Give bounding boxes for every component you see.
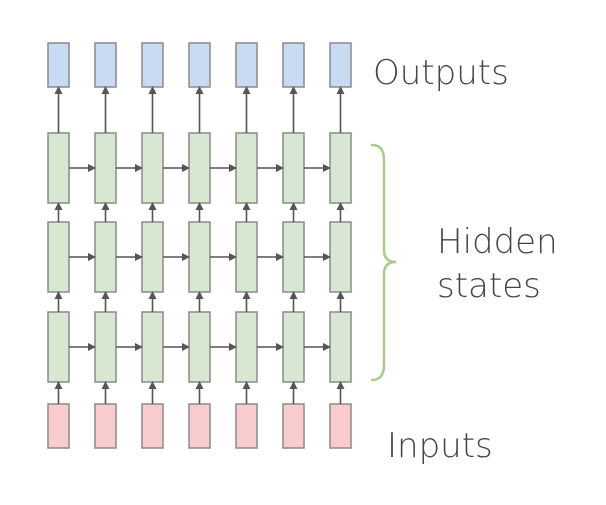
output-cell [329, 42, 352, 88]
hidden-cell-layer3 [47, 311, 70, 383]
hidden-cell-layer3 [141, 311, 164, 383]
hidden-cell-layer3 [94, 311, 117, 383]
input-cell [329, 403, 352, 449]
hidden-cell-layer3 [282, 311, 305, 383]
input-cell [235, 403, 258, 449]
hidden-cell-layer2 [47, 221, 70, 293]
hidden-cell-layer1 [235, 132, 258, 204]
outputs-label: Outputs [373, 53, 509, 93]
input-cell [188, 403, 211, 449]
hidden-label: Hidden [437, 222, 558, 262]
states-label: states [437, 266, 541, 306]
hidden-cell-layer1 [329, 132, 352, 204]
output-cell [188, 42, 211, 88]
hidden-cell-layer2 [235, 221, 258, 293]
inputs-label: Inputs [387, 426, 493, 466]
hidden-cell-layer2 [329, 221, 352, 293]
hidden-cell-layer1 [188, 132, 211, 204]
output-cell [94, 42, 117, 88]
hidden-cell-layer2 [282, 221, 305, 293]
output-cell [235, 42, 258, 88]
hidden-cell-layer2 [141, 221, 164, 293]
hidden-cell-layer3 [188, 311, 211, 383]
input-cell [47, 403, 70, 449]
output-cell [282, 42, 305, 88]
input-cell [282, 403, 305, 449]
output-cell [47, 42, 70, 88]
hidden-cell-layer1 [47, 132, 70, 204]
hidden-cell-layer1 [282, 132, 305, 204]
hidden-cell-layer1 [94, 132, 117, 204]
input-cell [141, 403, 164, 449]
hidden-cell-layer1 [141, 132, 164, 204]
output-cell [141, 42, 164, 88]
input-cell [94, 403, 117, 449]
hidden-cell-layer2 [94, 221, 117, 293]
hidden-cell-layer3 [235, 311, 258, 383]
hidden-cell-layer2 [188, 221, 211, 293]
hidden-cell-layer3 [329, 311, 352, 383]
hidden-states-bracket [370, 143, 397, 382]
arrow-group [54, 86, 345, 404]
